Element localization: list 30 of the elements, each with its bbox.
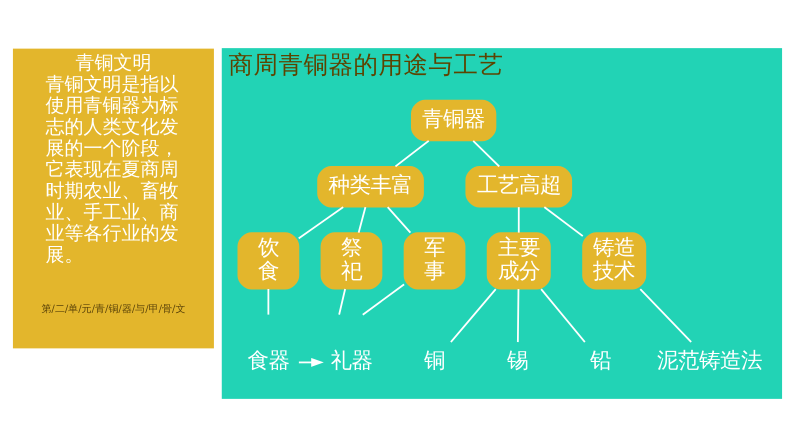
arrow [298, 358, 324, 367]
node-text: 锡 [506, 348, 528, 374]
connector [266, 289, 269, 315]
node-text: 铜 [424, 348, 445, 374]
node-text: 铅 [590, 348, 611, 374]
node-box: 军事 [403, 232, 465, 290]
connector [639, 288, 692, 343]
connector [362, 284, 404, 316]
node-box: 饮食 [237, 232, 299, 290]
node-box: 工艺高超 [464, 166, 572, 208]
connector [394, 140, 429, 168]
node-text: 礼器 [330, 348, 372, 374]
node-box: 祭祀 [320, 232, 382, 290]
node-text: 泥范铸造法 [656, 348, 762, 374]
label: 第/二/单/元/青/铜/器/与/甲/骨/文 [40, 304, 185, 316]
connector [516, 289, 519, 342]
node-box: 种类丰富 [316, 166, 424, 208]
connector [540, 288, 586, 343]
connector [472, 140, 500, 168]
connector [386, 206, 411, 234]
connector [357, 206, 366, 233]
node-box: 青铜器 [410, 100, 496, 142]
connector [517, 207, 520, 233]
node-box: 主要成分 [486, 232, 550, 290]
connector [450, 288, 496, 343]
connector [298, 206, 344, 240]
connector [338, 288, 346, 315]
node-text: 食器 [246, 348, 289, 374]
connector [543, 206, 583, 237]
node-box: 铸造技术 [582, 232, 646, 290]
